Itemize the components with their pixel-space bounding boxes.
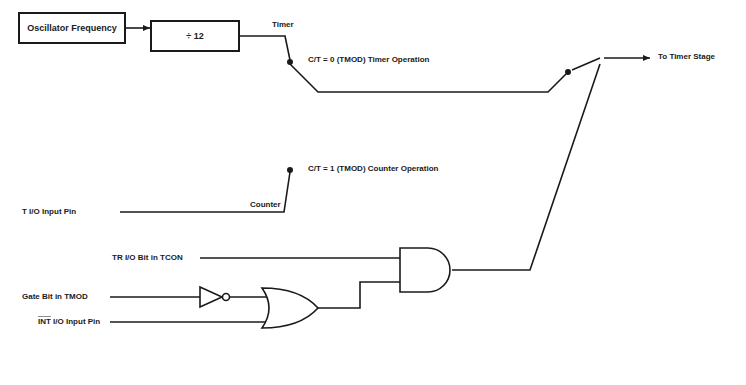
signal-label: Gate Bit in TMOD xyxy=(20,292,90,302)
signal-label: INT I/O Input Pin xyxy=(36,317,102,327)
oscillator-box: Oscillator Frequency xyxy=(18,12,126,44)
signal-label: Counter xyxy=(248,200,283,210)
signal-label: Timer xyxy=(270,20,296,30)
divider-box: ÷ 12 xyxy=(150,20,240,52)
box-text: ÷ 12 xyxy=(183,31,206,41)
signal-label: C/T = 0 (TMOD) Timer Operation xyxy=(306,55,431,65)
signal-label: To Timer Stage xyxy=(656,52,717,62)
signal-label: T I/O Input Pin xyxy=(20,207,78,217)
signal-arrow xyxy=(126,27,150,29)
box-text: Oscillator Frequency xyxy=(24,23,120,33)
signal-label: TR I/O Bit in TCON xyxy=(110,253,185,263)
signal-label: C/T = 1 (TMOD) Counter Operation xyxy=(306,164,440,174)
